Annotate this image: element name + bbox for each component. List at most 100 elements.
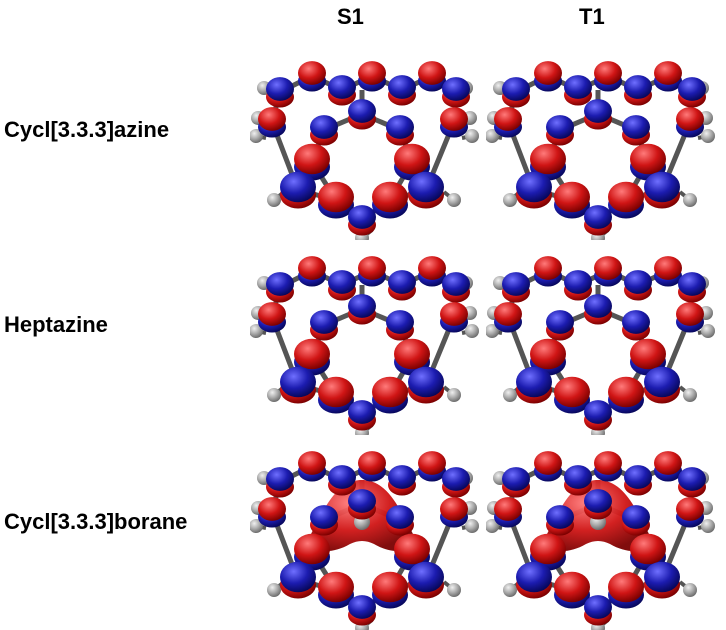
hydrogen-atom [503, 388, 517, 402]
orbital-lobe-upper [280, 366, 316, 398]
orbital-lobe-upper [310, 115, 338, 139]
column-header-s1: S1 [337, 4, 364, 29]
orbital-lobe-upper [584, 205, 612, 229]
hydrogen-atom [447, 193, 461, 207]
orbital-lobe-upper [624, 270, 652, 294]
hydrogen-atom [267, 583, 281, 597]
orbital-lobe-upper [678, 77, 706, 101]
orbital-lobe-upper [564, 465, 592, 489]
hydrogen-atom [486, 129, 499, 143]
orbital-lobe-upper [440, 107, 468, 131]
orbital-lobe-upper [654, 451, 682, 475]
orbital-lobe-upper [386, 310, 414, 334]
orbital-cyclazine-s1 [250, 50, 480, 240]
orbital-lobe-upper [654, 256, 682, 280]
hydrogen-atom [267, 388, 281, 402]
hydrogen-atom [701, 324, 715, 338]
hydrogen-atom [447, 388, 461, 402]
hydrogen-atom [701, 129, 715, 143]
orbital-lobe-upper [564, 270, 592, 294]
orbital-lobe-upper [584, 99, 612, 123]
orbital-lobe-upper [644, 366, 680, 398]
orbital-lobe-upper [564, 75, 592, 99]
orbital-lobe-upper [358, 451, 386, 475]
orbital-lobe-upper [372, 181, 408, 213]
orbital-lobe-upper [622, 505, 650, 529]
hydrogen-atom [447, 583, 461, 597]
orbital-lobe-upper [328, 270, 356, 294]
orbital-lobe-upper [678, 272, 706, 296]
orbital-lobe-upper [630, 143, 666, 175]
orbital-lobe-upper [408, 561, 444, 593]
orbital-cycloborane-t1 [486, 440, 716, 630]
row-label-cycloborane: Cycl[3.3.3]borane [4, 509, 188, 534]
row-label-heptazine: Heptazine [4, 312, 108, 337]
orbital-lobe-upper [594, 256, 622, 280]
orbital-lobe-upper [348, 489, 376, 513]
orbital-cycloborane-s1 [250, 440, 480, 630]
orbital-lobe-upper [502, 77, 530, 101]
orbital-lobe-upper [348, 294, 376, 318]
orbital-lobe-upper [516, 366, 552, 398]
orbital-lobe-upper [608, 181, 644, 213]
orbital-lobe-upper [546, 310, 574, 334]
hydrogen-atom [250, 324, 263, 338]
hydrogen-atom [503, 193, 517, 207]
orbital-lobe-upper [328, 75, 356, 99]
hydrogen-atom [503, 583, 517, 597]
orbital-lobe-upper [554, 376, 590, 408]
orbital-lobe-upper [294, 143, 330, 175]
orbital-lobe-upper [622, 310, 650, 334]
orbital-lobe-upper [644, 171, 680, 203]
orbital-lobe-upper [388, 75, 416, 99]
row-label-cyclazine: Cycl[3.3.3]azine [4, 117, 170, 142]
orbital-lobe-upper [298, 256, 326, 280]
hydrogen-atom [683, 193, 697, 207]
orbital-lobe-upper [358, 256, 386, 280]
orbital-lobe-upper [348, 400, 376, 424]
orbital-lobe-upper [624, 75, 652, 99]
orbital-lobe-upper [442, 272, 470, 296]
orbital-lobe-upper [654, 61, 682, 85]
orbital-lobe-upper [266, 272, 294, 296]
hydrogen-atom [465, 129, 479, 143]
orbital-lobe-upper [594, 61, 622, 85]
hydrogen-atom [250, 519, 263, 533]
orbital-lobe-upper [258, 107, 286, 131]
orbital-heptazine-t1 [486, 245, 716, 435]
orbital-lobe-upper [502, 272, 530, 296]
orbital-lobe-upper [442, 77, 470, 101]
orbital-lobe-upper [348, 99, 376, 123]
orbital-lobe-upper [584, 400, 612, 424]
orbital-lobe-upper [258, 302, 286, 326]
orbital-lobe-upper [440, 302, 468, 326]
orbital-lobe-upper [630, 338, 666, 370]
orbital-lobe-upper [348, 205, 376, 229]
orbital-heptazine-s1 [250, 245, 480, 435]
orbital-lobe-upper [358, 61, 386, 85]
orbital-lobe-upper [310, 310, 338, 334]
orbital-lobe-upper [394, 338, 430, 370]
orbital-lobe-upper [516, 561, 552, 593]
orbital-lobe-upper [280, 171, 316, 203]
hydrogen-atom [486, 324, 499, 338]
orbital-lobe-upper [442, 467, 470, 491]
orbital-lobe-upper [418, 61, 446, 85]
orbital-lobe-upper [630, 533, 666, 565]
orbital-lobe-upper [408, 366, 444, 398]
orbital-lobe-upper [440, 497, 468, 521]
orbital-lobe-upper [546, 505, 574, 529]
orbital-cyclazine-t1 [486, 50, 716, 240]
orbital-lobe-upper [584, 489, 612, 513]
orbital-lobe-upper [676, 497, 704, 521]
orbital-lobe-upper [280, 561, 316, 593]
orbital-lobe-upper [502, 467, 530, 491]
orbital-lobe-upper [584, 595, 612, 619]
orbital-lobe-upper [318, 376, 354, 408]
orbital-lobe-upper [678, 467, 706, 491]
orbital-lobe-upper [530, 338, 566, 370]
column-header-t1: T1 [579, 4, 605, 29]
orbital-lobe-upper [266, 77, 294, 101]
orbital-lobe-upper [534, 61, 562, 85]
orbital-lobe-upper [494, 497, 522, 521]
